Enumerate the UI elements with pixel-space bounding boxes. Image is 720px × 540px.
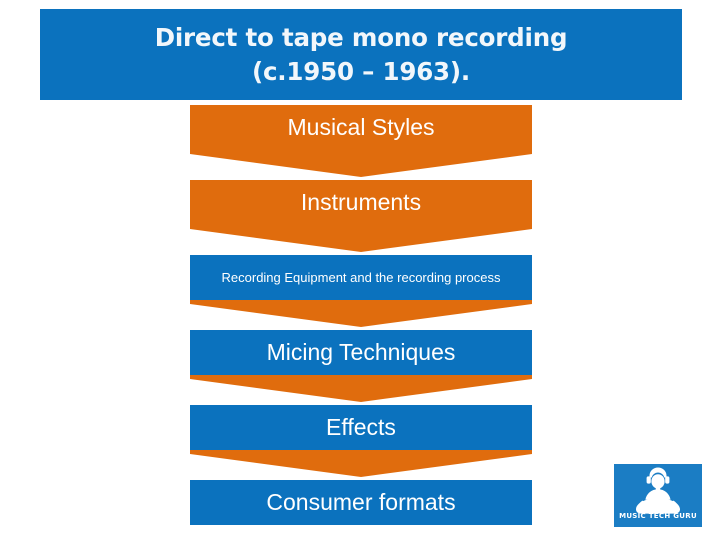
chevron-box[interactable]: Micing Techniques (190, 330, 532, 375)
title-line-2: (c.1950 – 1963). (251, 56, 471, 86)
chevron-step[interactable]: Micing Techniques (190, 330, 532, 405)
chevron-box[interactable]: Consumer formats (190, 480, 532, 525)
chevron-tail (190, 150, 532, 177)
chevron-label: Consumer formats (266, 489, 456, 515)
chevron-step[interactable]: Effects (190, 405, 532, 480)
seated-figure-with-headphones-icon (636, 467, 680, 514)
chevron-tail (190, 300, 532, 327)
chevron-tail (190, 225, 532, 252)
music-tech-guru-logo: MUSIC TECH GURU (614, 464, 702, 527)
chevron-label: Instruments (300, 189, 422, 215)
chevron-label: Effects (326, 414, 396, 440)
chevron-step[interactable]: Musical Styles (190, 105, 532, 180)
chevron-tail (190, 450, 532, 477)
chevron-label: Recording Equipment and the recording pr… (221, 270, 501, 285)
chevron-box[interactable]: Effects (190, 405, 532, 450)
chevron-label: Micing Techniques (266, 339, 456, 365)
title-banner: Direct to tape mono recording (c.1950 – … (40, 9, 682, 100)
logo-text: MUSIC TECH GURU (619, 512, 697, 520)
chevron-box[interactable]: Musical Styles (190, 105, 532, 150)
chevron-tail (190, 375, 532, 402)
chevron-step[interactable]: Consumer formats (190, 480, 532, 525)
chevron-box[interactable]: Instruments (190, 180, 532, 225)
chevron-label: Musical Styles (287, 114, 435, 140)
chevron-box[interactable]: Recording Equipment and the recording pr… (190, 255, 532, 300)
chevron-step[interactable]: Instruments (190, 180, 532, 255)
title-line-1: Direct to tape mono recording (154, 22, 568, 52)
chevron-step[interactable]: Recording Equipment and the recording pr… (190, 255, 532, 330)
